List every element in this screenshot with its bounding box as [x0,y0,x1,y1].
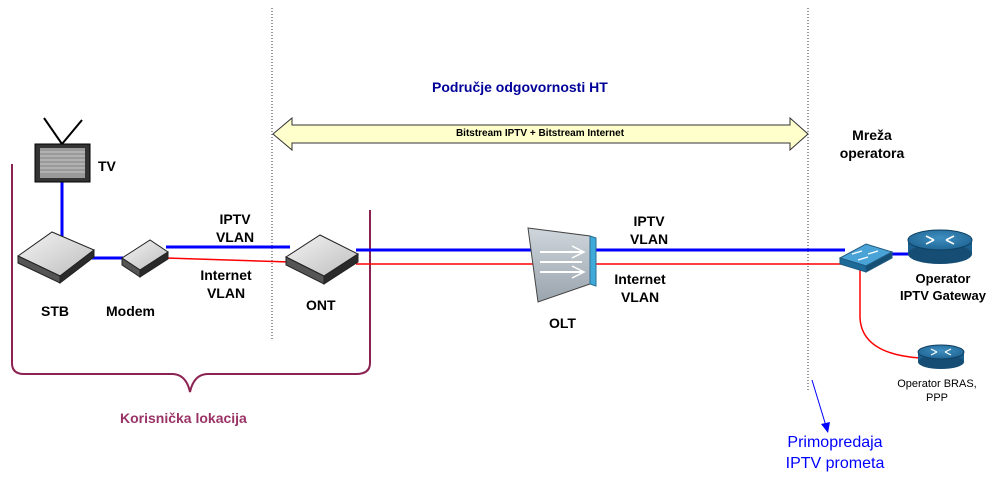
bras-line2: PPP [925,392,948,404]
operator-bras-label: Operator BRAS, PPP [872,377,1002,405]
operator-network-line1: Mreža [852,127,892,143]
internet-vlan-left-line1: Internet [200,267,252,283]
operator-iptv-gateway-label: Operator IPTV Gateway [884,270,1002,304]
handover-arrow-line [811,379,827,427]
iptv-vlan-right-line1: IPTV [633,213,665,229]
tv-label: TV [98,158,116,174]
internet-vlan-left-line2: VLAN [206,285,246,301]
internet-vlan-left: Internet VLAN [186,266,266,302]
switch-bras-link [859,270,921,359]
bras-line1: Operator BRAS, [897,378,977,390]
switch-icon [838,243,894,273]
responsibility-area-title: Područje odgovornosti HT [432,79,608,95]
iptv-vlan-left-line2: VLAN [215,229,255,245]
ont-label: ONT [306,297,336,313]
router-icon [917,344,965,369]
ont-icon [284,234,360,285]
operator-network-label: Mreža operatora [822,126,922,162]
handover-arrow-head [821,422,830,433]
set-top-box-icon [17,231,95,285]
iptv-vlan-left: IPTV VLAN [200,210,270,246]
handover-line1: Primopredaja [787,434,883,451]
modem-icon [121,239,169,278]
stb-label: STB [41,303,69,319]
internet-vlan-right: Internet VLAN [600,270,680,306]
iptv-vlan-right: IPTV VLAN [614,212,684,248]
bitstream-label: Bitstream IPTV + Bitstream Internet [455,128,625,139]
customer-location-label: Korisnička lokacija [120,410,247,426]
gateway-line1: Operator [915,271,971,286]
iptv-vlan-right-line2: VLAN [629,231,669,247]
gateway-line2: IPTV Gateway [900,288,986,303]
operator-network-line2: operatora [839,145,905,161]
olt-icon [527,227,597,303]
internet-vlan-right-line2: VLAN [620,289,660,305]
olt-label: OLT [549,315,576,331]
router-icon [907,229,973,264]
bitstream-double-arrow [272,116,809,152]
handover-label: Primopredaja IPTV prometa [760,432,910,474]
modem-label: Modem [106,303,155,319]
internet-vlan-right-line1: Internet [614,271,666,287]
television-icon [34,117,91,183]
modem-ont-internet-link [165,257,291,263]
handover-line2: IPTV prometa [785,455,885,472]
iptv-vlan-left-line1: IPTV [219,211,251,227]
customer-location-bracket [11,164,371,393]
